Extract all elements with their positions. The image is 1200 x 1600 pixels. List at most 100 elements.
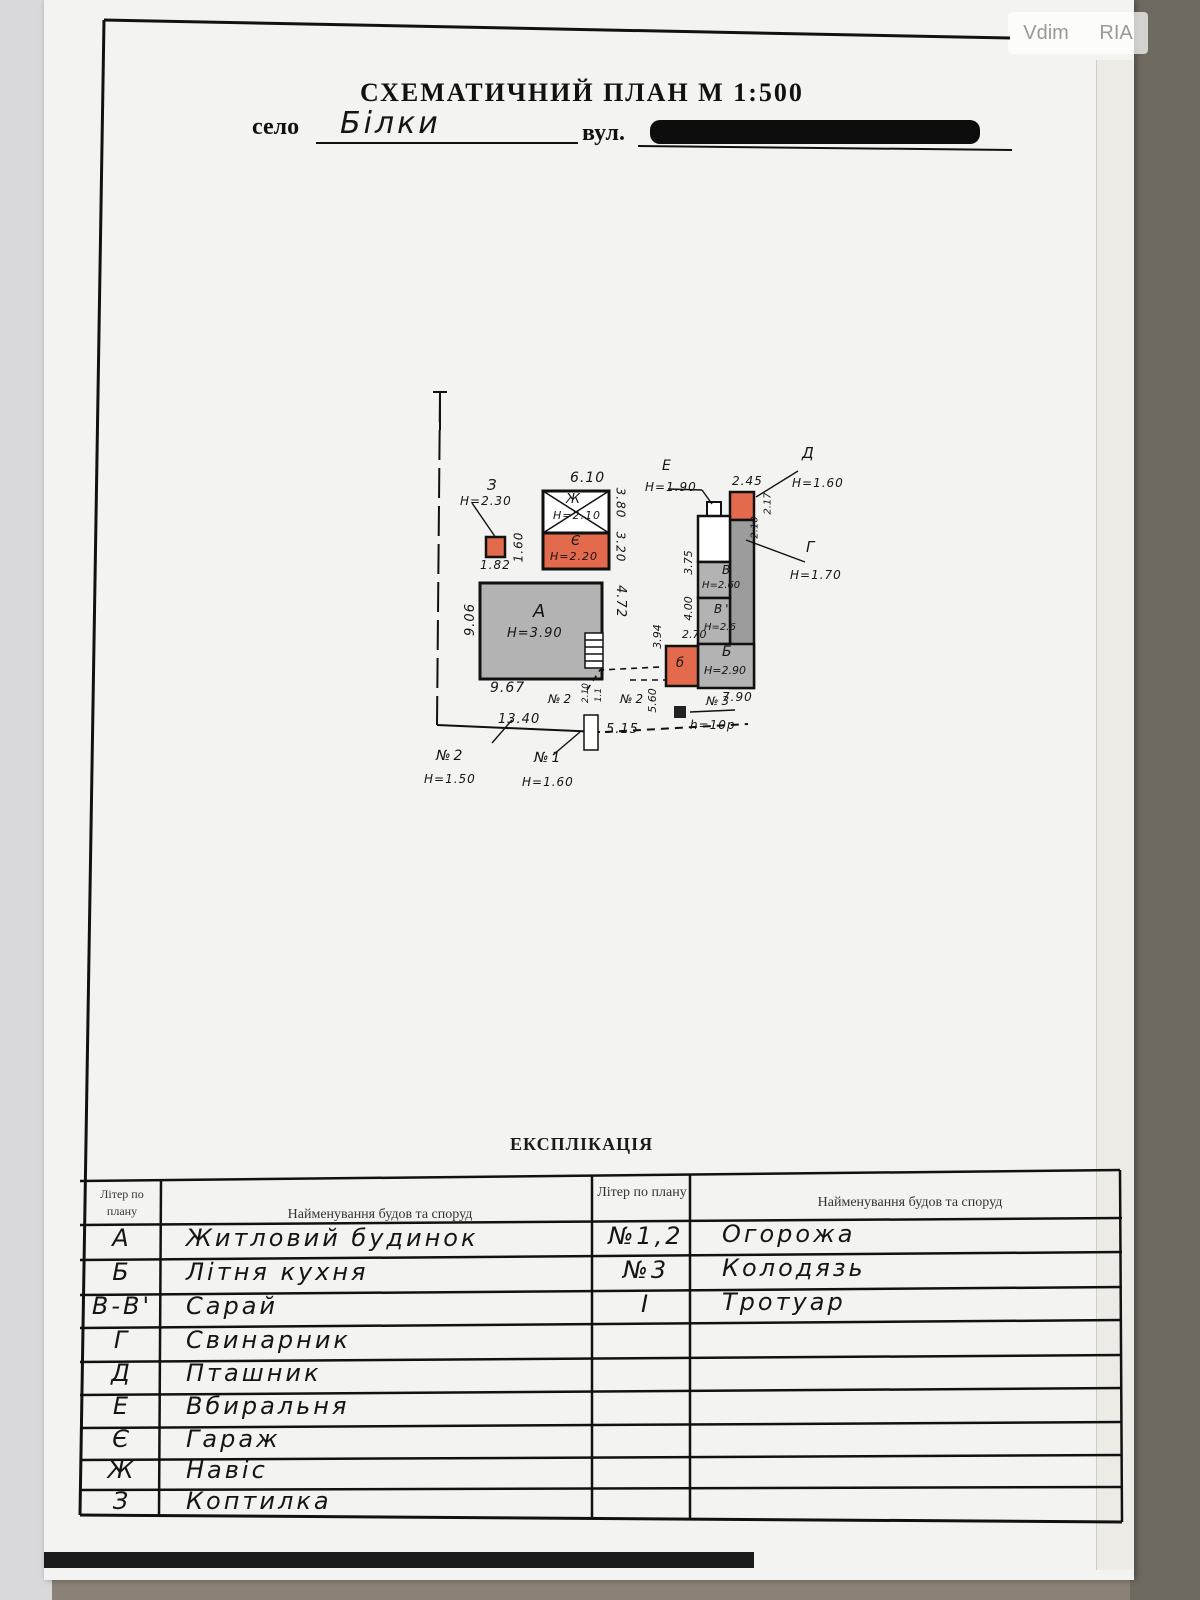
row-left-letter: Б [112,1258,132,1286]
label-a-height: Н=3.90 [507,626,563,641]
sheet-edge [1096,60,1133,1570]
building-e [706,501,722,517]
row-left-letter: Е [112,1392,132,1420]
row-left-name: Навіс [186,1456,268,1484]
label-z-width: 1.82 [480,558,511,572]
row-right-letter: І [640,1290,652,1318]
label-b-small-letter: б [676,656,688,671]
label-e-height: Н=1.90 [645,480,697,494]
label-e-letter: Е [662,458,674,474]
row-right-name: Тротуар [722,1288,846,1316]
row-left-name: Житловий будинок [186,1224,479,1252]
label-dim-n2b: 2.10 [581,682,592,704]
village-value: Білки [340,106,441,141]
label-a-width: 9.67 [490,680,526,696]
label-a-depth: 9.06 [462,603,478,636]
label-dim-v1: 3.75 [681,550,695,575]
label-dim-v3: 2.70 [682,628,707,641]
label-dim-v2: 4.00 [681,596,695,621]
label-d-letter: Д [802,444,817,462]
row-left-name: Гараж [186,1425,281,1453]
shed-small [696,514,732,564]
row-left-name: Пташник [186,1359,322,1387]
document-sheet [44,0,1134,1580]
row-left-letter: Г [113,1326,131,1354]
label-fence-n2-right: №2 [620,692,647,706]
building-v-prime [696,596,732,646]
row-left-letter: Ж [107,1456,137,1484]
label-ye-depth: 3.20 [613,531,628,563]
label-z-letter: З [487,476,500,494]
label-d-width: 2.45 [732,474,763,488]
label-zh-depth: 3.80 [613,487,628,519]
bottom-bar [44,1552,754,1568]
street-label: вул. [582,120,626,146]
backdrop-right [1130,0,1200,1600]
label-fence-n1-h: Н=1.60 [522,775,574,789]
row-left-letter: В-В' [91,1292,153,1320]
label-fence-n2-left: №2 [436,748,466,764]
col-head-letter: Літер по плану [100,1187,144,1218]
row-left-letter: Д [111,1359,133,1387]
watermark-left: Vdim [1023,21,1069,44]
row-left-name: Коптилка [186,1487,332,1515]
label-v-prime-letter: В' [714,602,732,616]
label-g-dim1: 2.10 [749,516,761,539]
backdrop-left [0,0,52,1600]
row-left-name: Свинарник [186,1326,351,1354]
label-well-n3: №3 [706,694,733,708]
explication-title: ЕКСПЛІКАЦІЯ [510,1134,654,1154]
row-left-name: Сарай [186,1292,279,1320]
row-left-name: Вбиральня [186,1392,350,1420]
label-front-right: 5.15 [606,722,639,737]
label-b-height: Н=2.90 [704,664,746,677]
col-head-name-2: Найменування будов та споруд [817,1195,1003,1210]
label-ye-height: Н=2.20 [550,550,598,563]
label-d-height: Н=1.60 [792,476,844,490]
label-a-letter: А [533,601,549,622]
plan-title: СХЕМАТИЧНИЙ ПЛАН М 1:500 [360,78,804,107]
row-right-letter: №3 [622,1256,670,1284]
explication-grid [79,1168,1124,1523]
label-zh-width: 6.10 [570,470,606,486]
col-head-name: Найменування будов та споруд [287,1207,473,1222]
label-b-letter: Б [722,644,735,660]
row-right-name: Огорожа [722,1220,856,1248]
row-left-name: Літня кухня [186,1258,369,1286]
row-right-name: Колодязь [722,1254,866,1282]
label-b-width: 7.90 [722,690,753,704]
row-left-letter: З [112,1487,132,1515]
label-g-height: Н=1.70 [790,568,842,582]
watermark-logo: Vdim RIA [1008,12,1148,54]
building-b-small [664,644,700,688]
label-zh-letter: Ж [566,492,584,507]
label-g-letter: Г [806,538,818,556]
street-redaction [650,120,980,144]
label-dim-n2c: 1.1 [594,687,605,703]
label-v-letter: В [722,563,734,577]
label-fence-n2-left-h: Н=1.50 [424,772,476,786]
building-ye [541,531,611,571]
label-ye-letter: Є [571,534,584,549]
row-left-letter: А [112,1224,132,1252]
well-icon [674,706,686,718]
label-front-left: 13.40 [498,712,541,727]
label-fence-n1: №1 [534,750,564,766]
label-well-h: h=10р [690,718,736,732]
watermark-right: RIA [1099,21,1133,44]
label-z-depth: 1.60 [511,531,526,563]
label-a-depth2: 4.72 [612,585,628,618]
village-label: село [252,114,300,140]
label-z-height: Н=2.30 [460,494,512,508]
label-g-dim2: 2.17 [762,492,774,515]
label-zh-height: Н=2.10 [553,509,601,522]
col-head-letter-2: Літер по плану [597,1185,687,1200]
label-fence-n2-mid: №2 [548,692,575,706]
label-v-height: Н=2.60 [702,580,741,591]
label-v-prime-height: Н=2.6 [704,622,736,633]
label-dim-n2a: 5.60 [645,688,659,713]
building-z [484,535,507,559]
row-right-letter: №1,2 [608,1222,684,1250]
label-dim-v4: 3.94 [650,624,664,649]
